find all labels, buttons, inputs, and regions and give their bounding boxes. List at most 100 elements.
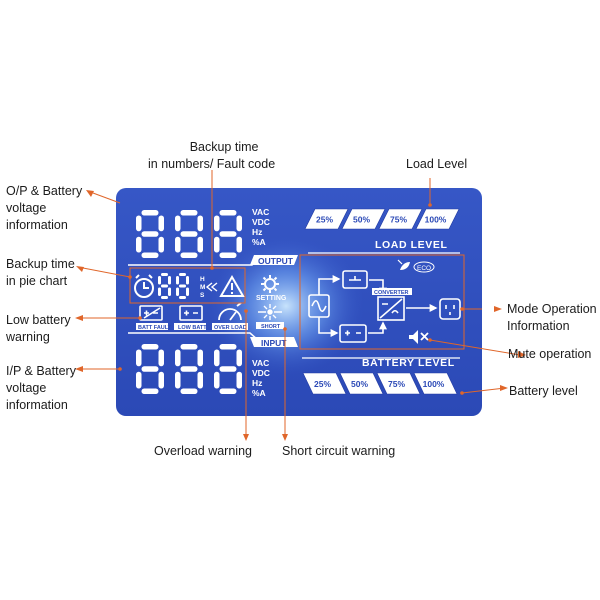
- unit-top-vac: VAC: [252, 207, 269, 217]
- segment: [136, 349, 142, 367]
- segment-digit: [176, 273, 189, 299]
- converter-label: CONVERTER: [374, 290, 409, 296]
- callout-line: Mute operation: [508, 347, 592, 361]
- segment: [236, 215, 242, 232]
- battery-level-segment-label: 100%: [423, 379, 445, 389]
- callout-line: voltage: [6, 201, 47, 215]
- callout-line: Mode Operation: [507, 302, 597, 316]
- callout-arrowheads: [75, 190, 526, 441]
- segment-digit: [214, 210, 242, 258]
- callout-line: Low battery: [6, 313, 71, 327]
- segment: [158, 287, 161, 296]
- callout-line: warning: [6, 330, 50, 344]
- segment: [161, 273, 168, 276]
- segment: [186, 276, 189, 285]
- segment: [197, 236, 203, 253]
- segment: [219, 366, 237, 372]
- segment: [214, 371, 220, 389]
- load-level-segment: [342, 209, 385, 229]
- segment: [219, 388, 237, 394]
- output-tag: [250, 255, 298, 265]
- load-level-segment: [379, 209, 422, 229]
- batt-fault-label: BATT FAULT: [138, 325, 172, 331]
- load-level-segment: [416, 209, 459, 229]
- setting-gear-icon: [261, 275, 279, 293]
- segment: [141, 366, 159, 372]
- clock-icon: [134, 274, 154, 298]
- battery-level-segment: [303, 373, 346, 394]
- segment: [158, 236, 164, 253]
- segment: [236, 349, 242, 367]
- segment: [179, 296, 186, 299]
- unit-bottom-pct-a: %A: [252, 388, 266, 398]
- unit-bottom-vdc: VDC: [252, 368, 270, 378]
- segment: [175, 371, 181, 389]
- segment-digit: [175, 344, 203, 394]
- callout-line: Overload warning: [154, 444, 252, 458]
- dc-source-icon: [342, 270, 368, 289]
- segment: [141, 210, 159, 216]
- callout-load-level: Load Level: [406, 156, 467, 173]
- callout-line: Load Level: [406, 157, 468, 171]
- callout-backup-time-numbers: Backup time in numbers/ Fault code: [148, 139, 275, 173]
- segment-digit: [136, 344, 164, 394]
- segment: [214, 236, 220, 253]
- eco-leaf-icon: ECO: [397, 259, 435, 273]
- mute-speaker-icon: [409, 330, 429, 344]
- unit-bottom-hz: Hz: [252, 378, 262, 388]
- callout-mute-operation: Mute operation: [508, 346, 591, 363]
- segment-digit: [175, 210, 203, 258]
- segment: [175, 215, 181, 232]
- hms-chevrons: [205, 282, 218, 292]
- hms-h: H: [200, 276, 205, 283]
- segment: [180, 388, 198, 394]
- low-batt-bar: [174, 323, 206, 330]
- callout-box-mode: [299, 254, 465, 350]
- segment: [168, 287, 171, 296]
- callout-box-backup-digits: [129, 267, 246, 304]
- over-load-label: OVER LOAD: [214, 325, 247, 331]
- segment: [180, 210, 198, 216]
- callout-short-circuit-warning: Short circuit warning: [282, 443, 395, 460]
- segment: [214, 349, 220, 367]
- unit-top-hz: Hz: [252, 227, 262, 237]
- segment-digit: [136, 210, 164, 258]
- load-level-segment-outline: [341, 208, 386, 230]
- input-voltage-digits: [136, 344, 242, 394]
- callout-line: O/P & Battery: [6, 184, 83, 198]
- segment: [180, 231, 198, 237]
- input-tag: [250, 337, 298, 347]
- segment: [197, 371, 203, 389]
- converter-box: [377, 296, 405, 321]
- segment: [158, 371, 164, 389]
- battery-level-bar: 25%50%75%100%: [302, 372, 458, 395]
- svg-text:ECO: ECO: [417, 265, 431, 272]
- segment: [168, 276, 171, 285]
- backup-time-digits: [158, 273, 189, 299]
- segment: [136, 215, 142, 232]
- callout-line: Short circuit warning: [282, 444, 396, 458]
- callout-op-battery-voltage: O/P & Battery voltage information: [6, 183, 82, 234]
- callout-low-battery: Low battery warning: [6, 312, 71, 346]
- segment: [176, 276, 179, 285]
- over-load-bar: [212, 323, 248, 330]
- unit-top-pct-a: %A: [252, 237, 266, 247]
- segment: [158, 276, 161, 285]
- segment: [141, 231, 159, 237]
- output-label: OUTPUT: [258, 256, 294, 266]
- short-label: SHORT: [261, 324, 281, 330]
- segment-digit: [214, 344, 242, 394]
- segment: [179, 273, 186, 276]
- battery-level-label: BATTERY LEVEL: [362, 357, 455, 369]
- callout-line: Battery level: [509, 384, 578, 398]
- segment: [219, 252, 237, 258]
- segment: [236, 236, 242, 253]
- callout-line: Backup time: [189, 140, 259, 154]
- load-level-segment-label: 25%: [316, 215, 333, 225]
- segment: [136, 236, 142, 253]
- panel-glow: [208, 236, 364, 376]
- load-level-segment-label: 100%: [425, 215, 447, 225]
- load-level-segment-label: 75%: [390, 215, 407, 225]
- callout-line: information: [6, 218, 68, 232]
